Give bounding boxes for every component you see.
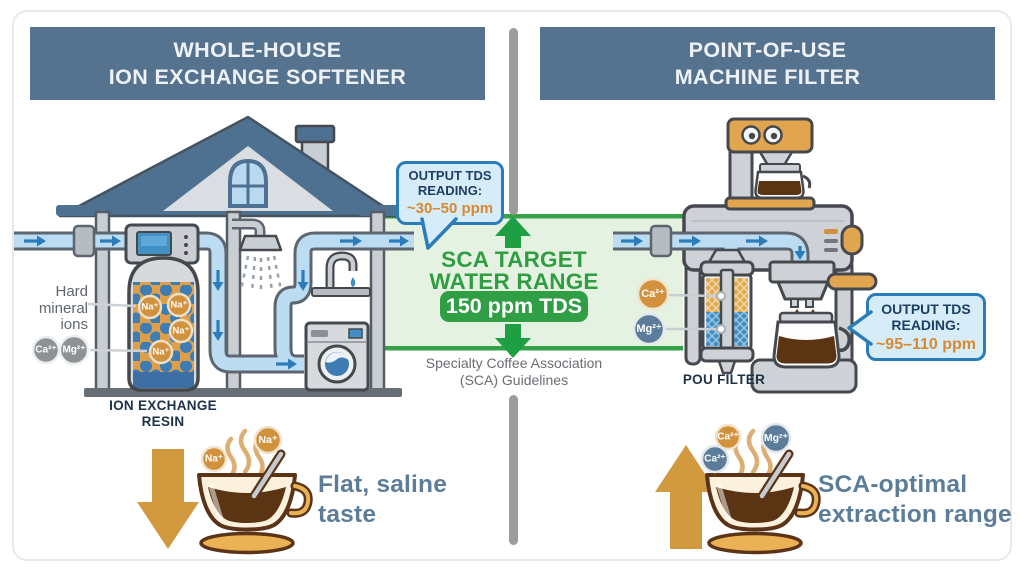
faucet-icon xyxy=(311,251,371,297)
drip-brewer-icon xyxy=(724,117,816,211)
filter-ion-pointers: Ca²⁺ Mg²⁺ xyxy=(632,277,726,346)
header-left-line1: WHOLE-HOUSE xyxy=(173,37,342,62)
up-arrow-icon xyxy=(655,445,717,549)
svg-text:Mg²⁺: Mg²⁺ xyxy=(636,323,662,335)
taste-result-right: Ca²⁺ Ca²⁺ Mg²⁺ xyxy=(655,422,816,553)
svg-text:Ca²⁺: Ca²⁺ xyxy=(35,345,56,356)
caption-left: Flat, saline taste xyxy=(318,471,448,528)
house-plumbing xyxy=(14,224,414,374)
svg-text:Na⁺: Na⁺ xyxy=(259,434,278,446)
svg-text:Mg²⁺: Mg²⁺ xyxy=(62,345,85,356)
sca-down-arrow-icon xyxy=(495,324,531,358)
steam-knob-icon xyxy=(840,224,864,256)
tds-callout-right: OUTPUT TDS READING: ~95–110 ppm xyxy=(866,293,986,361)
mg-ion-badge xyxy=(58,334,90,366)
mg-ion-badge xyxy=(760,422,792,454)
tds-target-pill: 150 ppm TDS xyxy=(440,291,588,322)
shower-icon xyxy=(232,218,283,293)
water-drop-icon xyxy=(350,277,356,287)
resin-label: ION EXCHANGE RESIN xyxy=(109,398,217,429)
washing-machine-icon xyxy=(304,321,370,392)
na-ion-badge xyxy=(200,445,228,473)
svg-text:Ca²⁺: Ca²⁺ xyxy=(641,288,665,300)
water-softener-tank: Na⁺ Na⁺ Na⁺ Na⁺ xyxy=(124,223,200,392)
na-ion-badge xyxy=(253,425,283,455)
card-frame xyxy=(12,10,1012,561)
header-left-line2: ION EXCHANGE SOFTENER xyxy=(108,64,407,89)
sca-target-title: SCA TARGET WATER RANGE xyxy=(429,247,599,294)
svg-text:Na⁺: Na⁺ xyxy=(205,454,223,465)
hard-minerals-label: Hard mineral ions xyxy=(38,283,88,333)
tds-callout-left: OUTPUT TDS READING: ~30–50 ppm xyxy=(396,161,504,225)
attic-window-icon xyxy=(228,158,268,208)
house-illustration xyxy=(56,115,404,397)
header-left: WHOLE-HOUSE ION EXCHANGE SOFTENER xyxy=(30,27,485,100)
mg-ion-badge xyxy=(632,312,666,346)
portafilter-handle-icon xyxy=(826,272,878,291)
ca-ion-badge xyxy=(700,444,730,474)
ca-ion-badge xyxy=(636,277,670,311)
ca-ion-badge xyxy=(714,423,742,451)
tds-value-right: ~95–110 ppm xyxy=(875,336,977,353)
pipe-valve-icon xyxy=(649,224,673,258)
down-arrow-icon xyxy=(137,449,199,549)
caption-right: SCA-optimal extraction range xyxy=(818,471,1012,528)
header-right: POINT-OF-USE MACHINE FILTER xyxy=(540,27,995,100)
hard-mineral-pointers: Ca²⁺ Mg²⁺ xyxy=(31,302,148,366)
divider xyxy=(509,28,518,545)
header-right-line1: POINT-OF-USE xyxy=(688,37,847,62)
pipe-valve-icon xyxy=(72,224,96,258)
sca-up-arrow-icon xyxy=(495,216,531,248)
tds-value-left: ~30–50 ppm xyxy=(406,200,494,217)
svg-text:Ca²⁺: Ca²⁺ xyxy=(704,454,725,465)
shower-spray-icon xyxy=(239,255,283,293)
pou-filter-icon xyxy=(699,248,755,375)
svg-text:Na⁺: Na⁺ xyxy=(152,347,169,358)
svg-text:Na⁺: Na⁺ xyxy=(172,326,189,337)
portafilter-icon xyxy=(768,260,878,321)
header-right-line2: MACHINE FILTER xyxy=(674,64,861,89)
svg-text:Na⁺: Na⁺ xyxy=(141,302,158,313)
pou-filter-label: POU FILTER xyxy=(682,372,766,387)
svg-text:Na⁺: Na⁺ xyxy=(170,300,187,311)
svg-text:Mg²⁺: Mg²⁺ xyxy=(764,432,789,444)
taste-result-left: Na⁺ Na⁺ xyxy=(137,425,308,553)
na-ion-badge: Na⁺ Na⁺ Na⁺ Na⁺ xyxy=(137,292,194,365)
svg-text:Ca²⁺: Ca²⁺ xyxy=(717,432,738,443)
sca-guidelines-label: Specialty Coffee Association (SCA) Guide… xyxy=(425,355,603,388)
